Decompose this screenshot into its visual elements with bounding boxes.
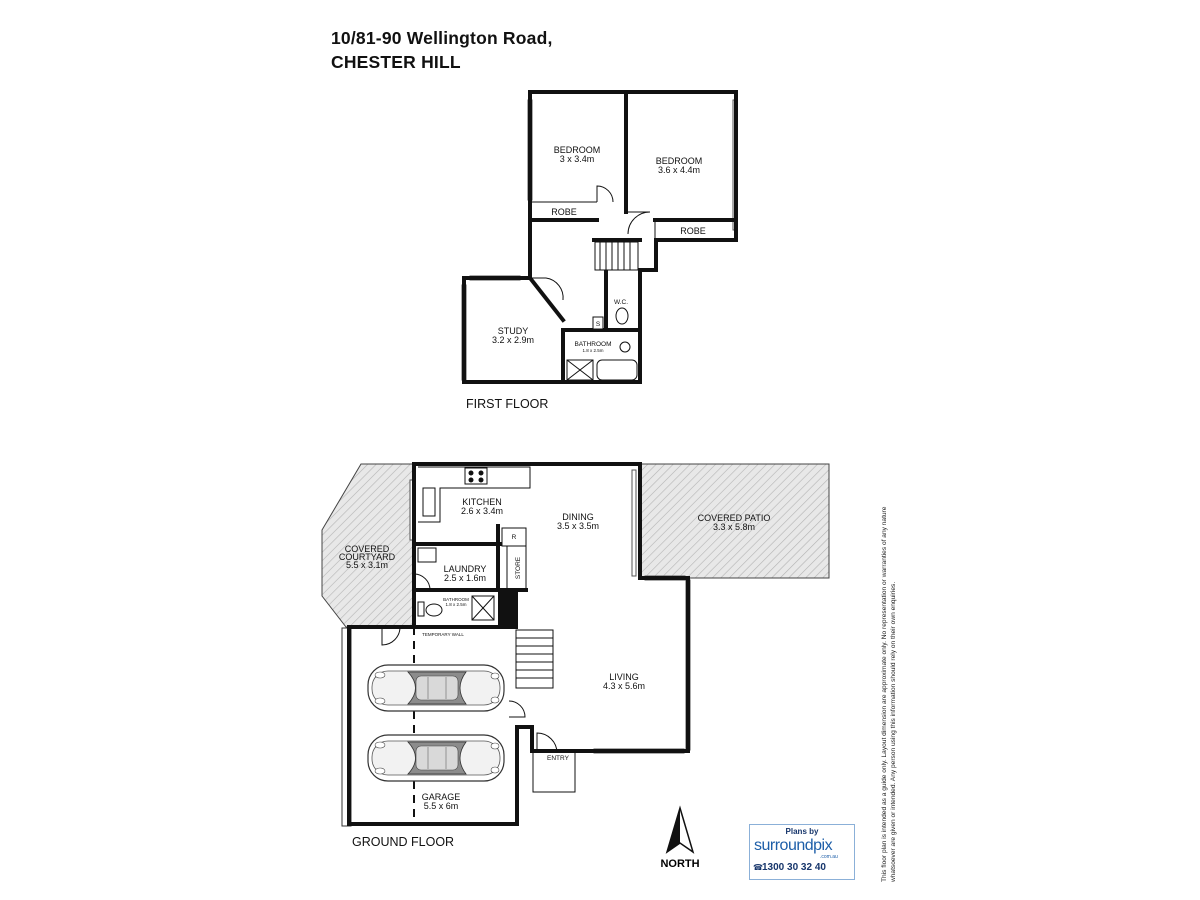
living-label: LIVING — [609, 672, 639, 682]
entry-label: ENTRY — [547, 755, 570, 762]
bathroom-wall-block — [498, 592, 518, 625]
entry-porch — [532, 753, 576, 793]
laundry-size: 2.5 x 1.6m — [444, 573, 486, 583]
toilet-icon — [615, 307, 629, 325]
logo-plans-by: Plans by — [785, 827, 819, 836]
address-line-1: 10/81-90 Wellington Road, — [331, 28, 553, 48]
property-address: 10/81-90 Wellington Road, CHESTER HILL — [331, 26, 553, 74]
surroundpix-logo: Plans by surroundpix .com.au ☎ 1300 30 3… — [749, 824, 855, 880]
living-size: 4.3 x 5.6m — [603, 681, 645, 691]
phone-icon: ☎ — [753, 863, 763, 872]
ground-floor-label: GROUND FLOOR — [352, 835, 454, 849]
north-arrow-icon — [665, 805, 695, 854]
kitchen-size: 2.6 x 3.4m — [461, 506, 503, 516]
north-label: NORTH — [660, 858, 699, 870]
first-floor-store-label: S — [596, 321, 601, 328]
laundry-tub-icon — [417, 547, 437, 563]
cooktop-icon — [464, 467, 488, 485]
garage-car-2 — [367, 734, 505, 782]
garage-label: GARAGE — [422, 792, 461, 802]
disclaimer-line-2: whatsoever are given or intended. Any pe… — [890, 581, 897, 882]
dining-label: DINING — [562, 512, 594, 522]
first-floor-label: FIRST FLOOR — [466, 397, 548, 411]
covered-patio-label: COVERED PATIO — [698, 513, 771, 523]
store-label: STORE — [515, 556, 522, 579]
address-line-2: CHESTER HILL — [331, 52, 461, 72]
basin-icon — [619, 341, 631, 353]
first-floor-store-box — [592, 316, 604, 330]
disclaimer-line-1: This floor plan is intended as a guide o… — [881, 506, 888, 882]
first-floor-bathroom-label: BATHROOM — [574, 341, 611, 348]
logo-phone: 1300 30 32 40 — [762, 862, 826, 873]
temporary-wall-label: TEMPORARY WALL — [422, 632, 464, 637]
dining-patio-door — [631, 469, 637, 577]
first-floor-bathroom-size: 1.8 x 2.5m — [582, 348, 603, 353]
study-label: STUDY — [498, 326, 529, 336]
study-door — [530, 277, 564, 301]
kitchen-label: KITCHEN — [462, 497, 502, 507]
first-floor-plan: BEDROOM 3 x 3.4m BEDROOM 3.6 x 4.4m ROBE… — [461, 90, 738, 411]
covered-patio-area — [639, 463, 830, 579]
kitchen-island — [422, 487, 436, 517]
logo-domain: .com.au — [820, 854, 838, 860]
laundry-label: LAUNDRY — [444, 564, 487, 574]
garage-size: 5.5 x 6m — [424, 801, 459, 811]
bedroom1-label: BEDROOM — [554, 145, 601, 155]
courtyard-size: 5.5 x 3.1m — [346, 560, 388, 570]
entry-door — [536, 732, 558, 754]
logo-brand: surroundpix — [754, 837, 833, 854]
bedroom2-door — [627, 211, 651, 235]
robe1-label: ROBE — [551, 207, 577, 217]
ground-floor-outline — [347, 462, 690, 826]
wc-label: W.C. — [614, 299, 628, 306]
courtyard-garage-door — [381, 626, 401, 646]
bedroom1-size: 3 x 3.4m — [560, 154, 595, 164]
robe2-label: ROBE — [680, 226, 706, 236]
study-angled-wall — [527, 275, 566, 323]
first-floor-stairs — [594, 241, 639, 271]
bedroom1-door — [596, 185, 614, 203]
bedroom2-size: 3.6 x 4.4m — [658, 165, 700, 175]
kitchen-bench — [418, 466, 531, 523]
covered-patio-size: 3.3 x 5.8m — [713, 522, 755, 532]
garage-entry-door — [508, 700, 526, 718]
courtyard-label-2: COURTYARD — [339, 552, 396, 562]
laundry-door — [413, 573, 431, 591]
first-floor-outline — [462, 90, 738, 384]
ground-floor-stairs — [515, 629, 554, 689]
ground-bathroom-label: BATHROOM — [443, 597, 469, 602]
ground-floor-plan: KITCHEN 2.6 x 3.4m DINING 3.5 x 3.5m COV… — [321, 462, 830, 849]
ground-bathroom-size: 1.8 x 2.5m — [445, 602, 466, 607]
study-size: 3.2 x 2.9m — [492, 335, 534, 345]
disclaimer: This floor plan is intended as a guide o… — [880, 430, 900, 890]
dining-size: 3.5 x 3.5m — [557, 521, 599, 531]
courtyard-label-1: COVERED — [345, 544, 390, 554]
bedroom2-label: BEDROOM — [656, 156, 703, 166]
fridge-label: R — [512, 534, 517, 541]
garage-car-1 — [367, 664, 505, 712]
ground-toilet-icon — [425, 603, 443, 617]
bathtub-icon — [596, 359, 638, 381]
